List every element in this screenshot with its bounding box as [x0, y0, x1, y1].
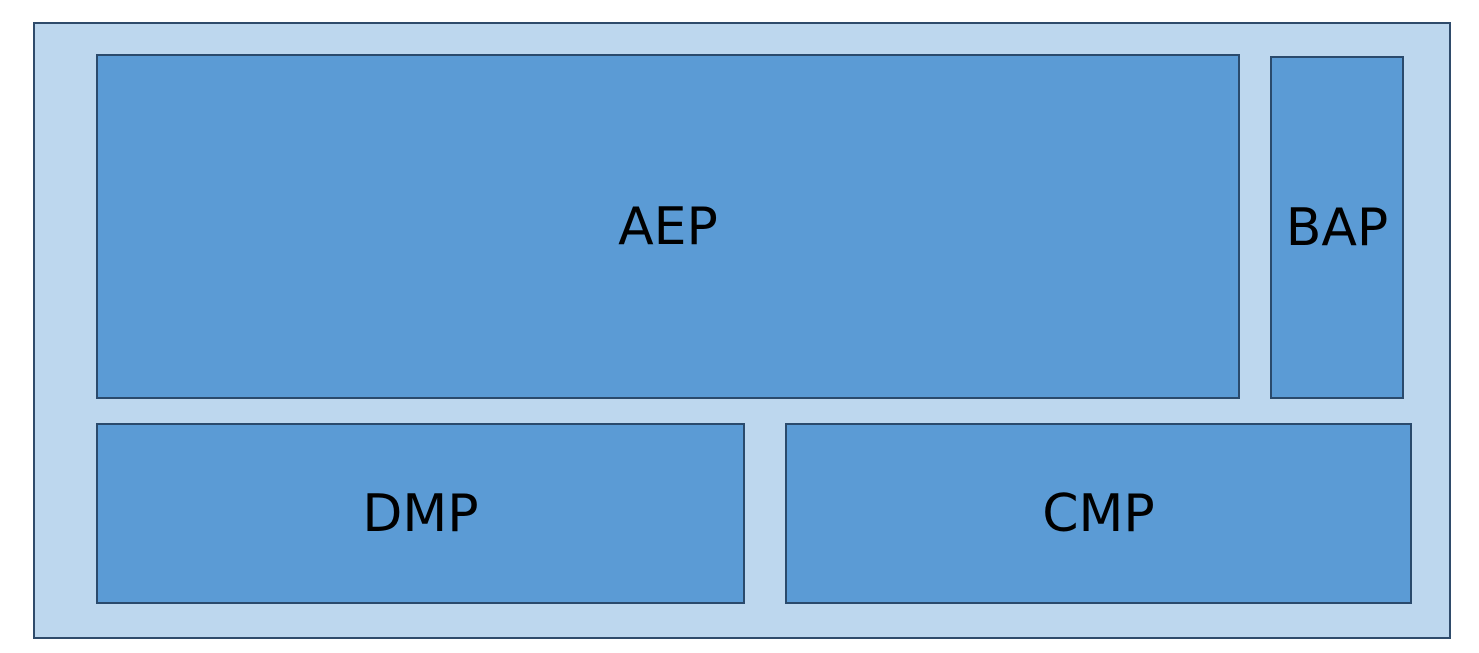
bap-label: BAP — [1285, 197, 1389, 258]
bap-block: BAP — [1270, 56, 1404, 399]
cmp-block: CMP — [785, 423, 1412, 604]
aep-label: AEP — [618, 196, 718, 257]
dmp-label: DMP — [362, 483, 479, 544]
cmp-label: CMP — [1042, 483, 1155, 544]
aep-block: AEP — [96, 54, 1240, 399]
dmp-block: DMP — [96, 423, 745, 604]
